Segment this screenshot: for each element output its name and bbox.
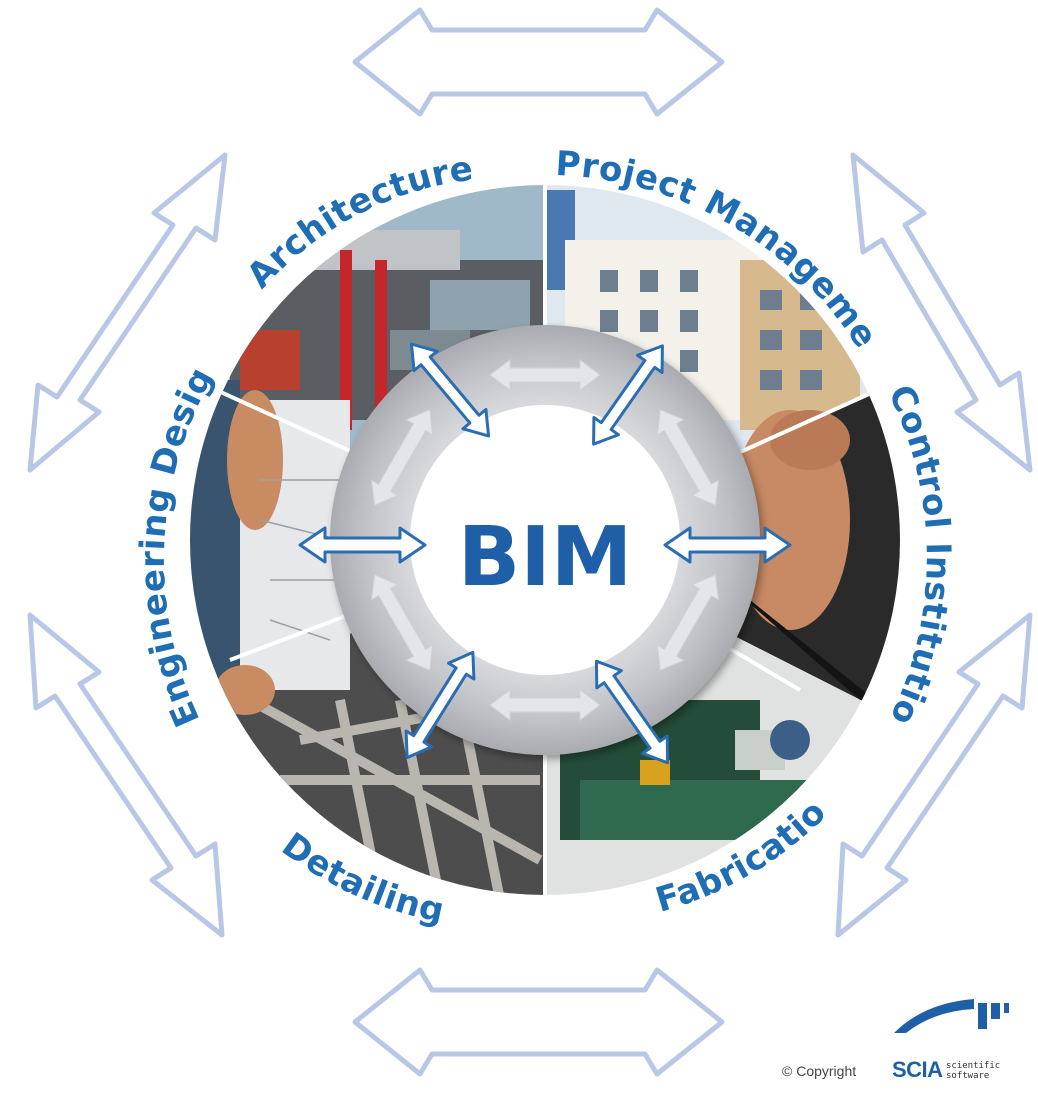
outer-arrow-upper-left <box>27 152 228 473</box>
outer-arrow-top <box>352 7 725 117</box>
scia-tagline: scientific software <box>946 1061 1000 1081</box>
label-engineering-design: Engineering Design <box>0 0 221 733</box>
outer-arrow-lower-left <box>27 612 225 938</box>
connector-arrow-project-management <box>592 344 664 446</box>
copyright-text: © Copyright <box>782 1063 857 1079</box>
outer-arrow-upper-right <box>850 152 1033 473</box>
connector-arrows <box>298 342 792 765</box>
bim-ring <box>330 325 760 755</box>
footer-brand: © Copyright SCIA scientific software <box>782 993 1032 1083</box>
connector-arrow-control <box>663 526 792 564</box>
scia-brand-text: SCIA <box>892 1057 943 1082</box>
scia-tagline-line-2: software <box>946 1071 990 1081</box>
scia-tagline-line-1: scientific <box>946 1061 1001 1071</box>
connector-arrow-architecture <box>409 342 491 438</box>
connector-arrow-engineering <box>298 526 427 564</box>
bim-label: BIM <box>458 510 633 605</box>
outer-arrow-lower-right <box>835 612 1033 938</box>
scia-logo-icon <box>894 999 1009 1033</box>
connector-arrow-detailing <box>404 650 476 760</box>
connector-arrow-fabrication <box>594 659 670 765</box>
outer-arrow-bottom <box>352 967 725 1077</box>
ring-arrows <box>370 359 720 721</box>
